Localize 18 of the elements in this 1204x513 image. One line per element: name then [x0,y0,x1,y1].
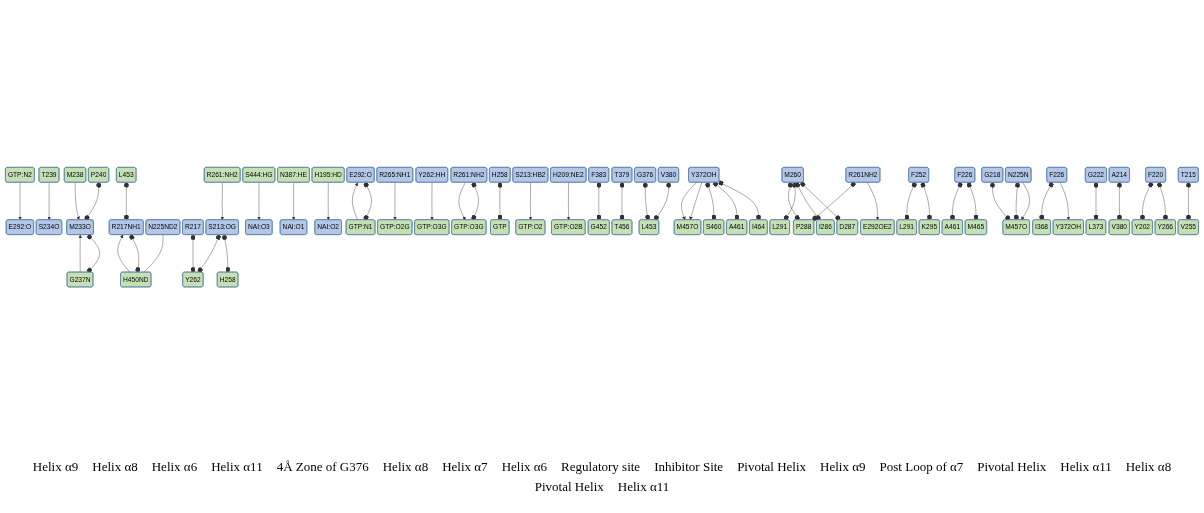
group-label: Helix α6 [501,459,548,475]
group-label: Helix α7 [442,459,488,475]
group-label: Helix α9 [820,459,866,475]
group-label: Pivotal Helix [737,459,807,475]
group-label: Helix α9 [32,459,79,475]
group-label: Helix α6 [151,459,198,475]
group-label: Pivotal Helix [977,459,1047,475]
group-label: Helix α11 [1060,459,1112,475]
group-label: Helix α8 [1125,459,1172,475]
group-label: Helix α11 [211,459,263,475]
group-label: Inhibitor Site [654,459,724,475]
group-label: Pivotal Helix [534,479,604,495]
group-label: Helix α11 [617,479,670,495]
group-label: Helix α8 [382,459,429,475]
group-label: Helix α8 [92,459,138,475]
group-label: Regulatory site [561,459,641,475]
group-label: Post Loop of α7 [879,459,964,475]
group-label: 4Å Zone of G376 [276,459,369,475]
